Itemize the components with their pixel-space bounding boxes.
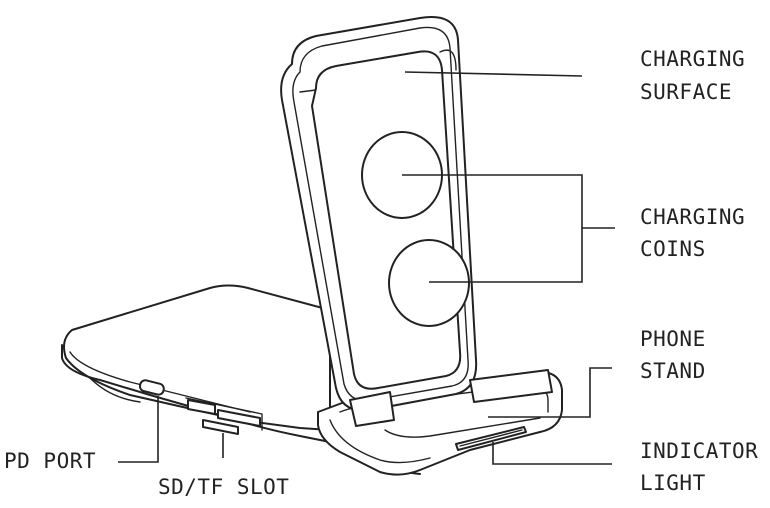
callout-labels: CHARGING SURFACE CHARGING COINS PHONE ST… [4, 47, 758, 499]
label-phone-stand-line2: STAND [640, 359, 706, 383]
label-phone-stand-line1: PHONE [640, 327, 706, 351]
label-charging-coins-line2: COINS [640, 237, 706, 261]
label-indicator-light-line2: LIGHT [640, 471, 706, 495]
label-charging-surface-line2: SURFACE [640, 80, 732, 104]
charger-base [61, 284, 421, 475]
label-charging-surface-line1: CHARGING [640, 47, 745, 71]
pd-port [138, 379, 165, 396]
label-charging-coins-line1: CHARGING [640, 205, 745, 229]
label-indicator-light-line1: INDICATOR [640, 439, 758, 463]
leader-lines [118, 71, 615, 465]
label-pd-port: PD PORT [4, 449, 96, 473]
label-sd-tf-slot: SD/TF SLOT [158, 475, 289, 499]
sd-tf-slot [185, 397, 263, 435]
charging-coin-lower [388, 239, 470, 327]
